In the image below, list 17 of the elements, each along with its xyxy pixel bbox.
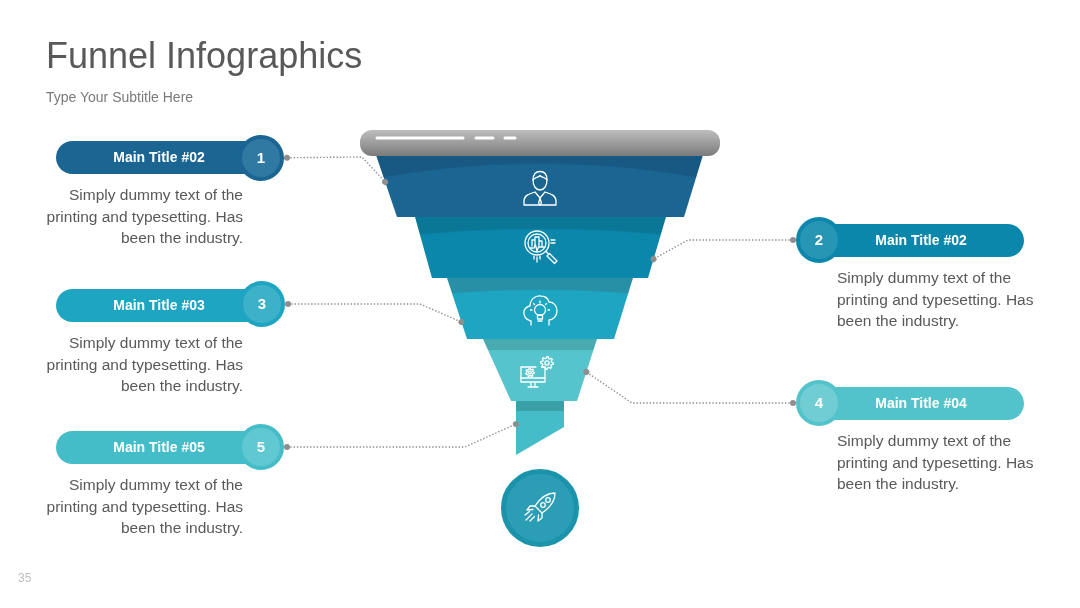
description-text: Simply dummy text of the printing and typesetting. Has been the industry.	[45, 333, 243, 396]
slide-title: Funnel Infographics	[46, 36, 363, 76]
leader-line	[583, 369, 796, 406]
leader-line	[284, 154, 389, 185]
page-number: 35	[18, 570, 32, 586]
funnel-layer	[376, 155, 703, 217]
funnel-spout	[516, 401, 564, 455]
description-text: Simply dummy text of the printing and typesetting. Has been the industry.	[837, 268, 1035, 331]
description-text: Simply dummy text of the printing and typesetting. Has been the industry.	[837, 431, 1035, 494]
funnel-layer	[415, 217, 666, 278]
funnel-layer	[447, 278, 633, 339]
leader-line	[650, 237, 796, 262]
description-text: Simply dummy text of the printing and typesetting. Has been the industry.	[45, 185, 243, 248]
subtitle-text: Type Your Subtitle Here	[46, 88, 194, 106]
description-text: Simply dummy text of the printing and typesetting. Has been the industry.	[45, 475, 243, 538]
leader-line	[284, 421, 519, 450]
leader-line	[285, 301, 465, 325]
